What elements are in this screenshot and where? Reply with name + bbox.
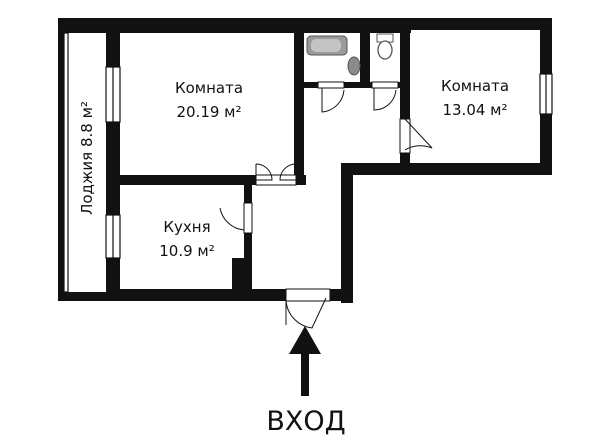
entrance-label: ВХОД bbox=[266, 406, 345, 437]
room-area: 20.19 м² bbox=[176, 103, 241, 121]
kitchen-name: Кухня bbox=[163, 218, 210, 236]
room-name: Комната bbox=[441, 77, 509, 95]
doors bbox=[219, 81, 433, 329]
windows bbox=[63, 32, 553, 293]
walls bbox=[58, 18, 552, 303]
bath-fixtures bbox=[306, 33, 394, 76]
room-name: Комната bbox=[175, 79, 243, 97]
loggia-label: Лоджия 8.8 м² bbox=[78, 101, 96, 215]
kitchen-area: 10.9 м² bbox=[159, 242, 215, 260]
entrance-arrow-icon bbox=[289, 326, 321, 396]
room-area: 13.04 м² bbox=[442, 101, 507, 119]
